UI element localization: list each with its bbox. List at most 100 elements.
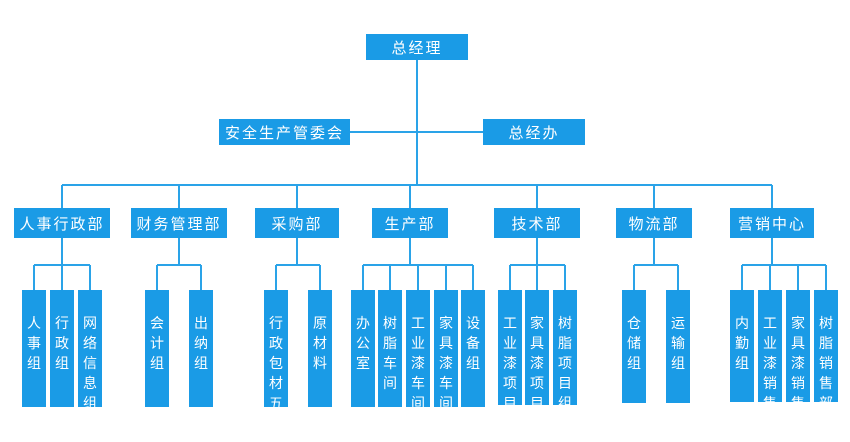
group-char: 售 [819,376,833,392]
group-char: 树 [383,316,397,332]
group-char: 出 [194,316,208,332]
group-char: 车 [439,376,453,392]
group-node: 行政包材五金 [264,290,288,432]
group-char: 间 [439,396,453,412]
group-char: 家 [530,316,544,332]
group-char: 部 [763,416,777,432]
group-char: 漆 [503,356,517,372]
group-char: 具 [791,336,805,352]
group-char: 间 [383,376,397,392]
group-char: 组 [150,356,164,372]
group-char: 树 [558,316,572,332]
group-char: 组 [83,396,97,412]
group-char: 事 [27,336,41,352]
assist-node-right: 总经办 [483,119,585,145]
group-char: 内 [735,316,749,332]
group-char: 输 [671,336,685,352]
department-node: 技术部 [494,208,580,238]
group-char: 备 [466,336,480,352]
group-char: 金 [269,416,283,432]
group-char: 工 [763,316,777,332]
group-char: 车 [411,376,425,392]
group-char: 网 [83,316,97,332]
group-char: 漆 [411,356,425,372]
group-char: 家 [439,316,453,332]
group-char: 售 [791,396,805,412]
group-char: 目 [558,376,572,392]
group-char: 料 [313,356,327,372]
group-char: 车 [383,356,397,372]
group-node: 家具漆销售部 [786,290,810,432]
group-node: 工业漆项目组 [498,290,522,432]
group-char: 项 [558,356,572,372]
group-node: 工业漆车间 [406,290,430,412]
group-char: 办 [356,316,370,332]
group-char: 政 [269,336,283,352]
group-char: 漆 [763,356,777,372]
group-char: 人 [27,316,41,332]
group-char: 间 [411,396,425,412]
group-node: 行政组 [50,290,74,407]
group-char: 树 [819,316,833,332]
group-node: 会计组 [145,290,169,407]
group-char: 具 [439,336,453,352]
group-char: 业 [503,336,517,352]
group-char: 勤 [735,336,749,352]
group-char: 原 [313,316,327,332]
group-char: 组 [27,356,41,372]
group-char: 会 [150,316,164,332]
group-node: 原材料 [308,290,332,407]
group-node: 树脂项目组 [553,290,577,412]
group-char: 纳 [194,336,208,352]
department-node: 采购部 [255,208,339,238]
root-node: 总经理 [366,34,468,60]
group-char: 销 [819,356,833,372]
group-char: 业 [763,336,777,352]
group-char: 漆 [530,356,544,372]
group-char: 组 [627,356,641,372]
group-char: 五 [269,396,283,412]
group-char: 仓 [627,316,641,332]
group-char: 组 [194,356,208,372]
group-char: 业 [411,336,425,352]
group-char: 脂 [383,336,397,352]
department-node: 财务管理部 [131,208,227,238]
group-char: 部 [819,396,833,412]
group-char: 政 [55,336,69,352]
group-char: 息 [83,376,97,392]
department-node: 人事行政部 [14,208,110,238]
group-char: 销 [791,376,805,392]
group-char: 计 [150,336,164,352]
group-node: 设备组 [461,290,485,407]
group-node: 树脂销售部 [814,290,838,412]
group-char: 目 [503,396,517,412]
group-char: 组 [503,416,517,432]
group-char: 目 [530,396,544,412]
group-char: 销 [763,376,777,392]
group-char: 设 [466,316,480,332]
department-node: 物流部 [616,208,692,238]
group-char: 行 [269,316,283,332]
group-char: 脂 [558,336,572,352]
group-char: 信 [83,356,97,372]
group-char: 材 [269,376,283,392]
group-node: 家具漆车间 [434,290,458,412]
group-char: 储 [627,336,641,352]
group-char: 公 [356,336,370,352]
group-char: 项 [530,376,544,392]
group-node: 人事组 [22,290,46,407]
group-char: 漆 [439,356,453,372]
department-node: 生产部 [372,208,448,238]
group-node: 运输组 [666,290,690,403]
group-char: 售 [763,396,777,412]
group-char: 工 [411,316,425,332]
group-char: 络 [83,336,97,352]
group-char: 组 [530,416,544,432]
group-node: 家具漆项目组 [525,290,549,432]
group-char: 部 [791,416,805,432]
group-char: 包 [269,356,283,372]
group-char: 组 [55,356,69,372]
group-char: 运 [671,316,685,332]
